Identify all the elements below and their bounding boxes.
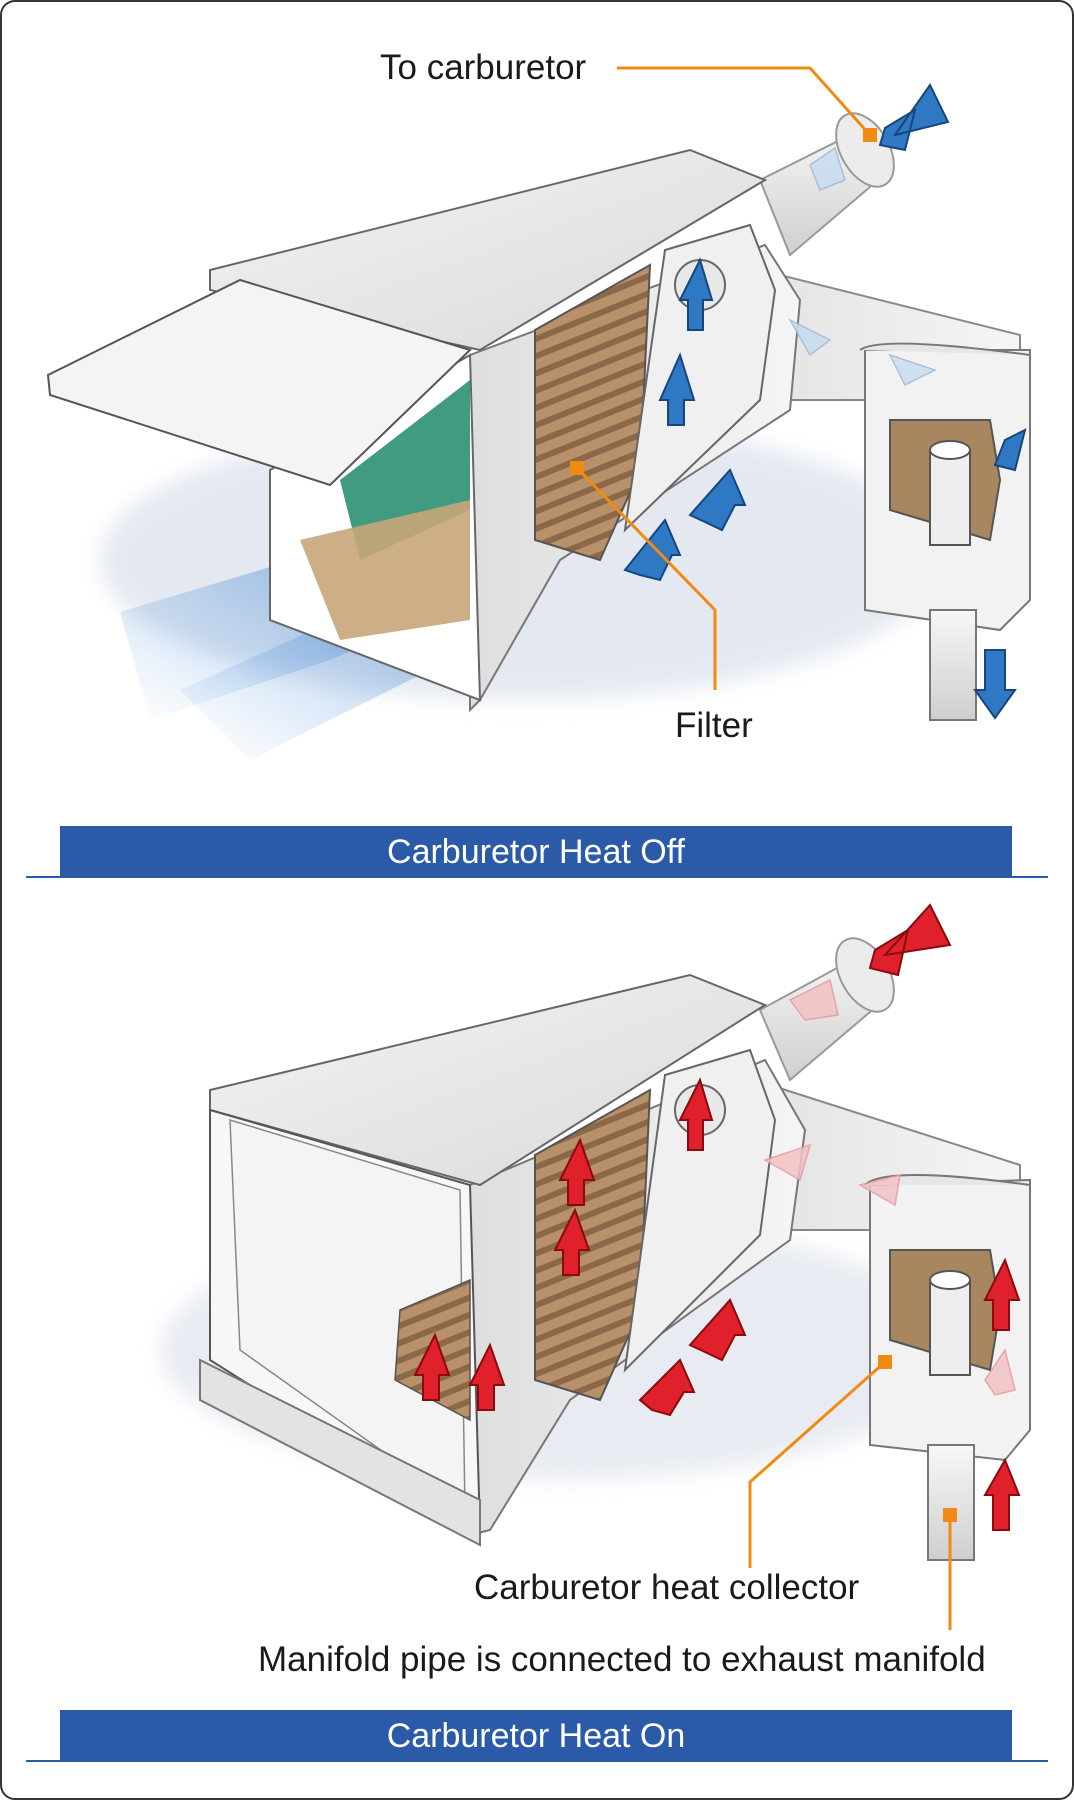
arrow-up-g	[983, 1457, 1021, 1531]
air-box-top	[209, 148, 768, 352]
leader-heat-collector	[748, 1360, 886, 1568]
arrow-up-1	[678, 257, 714, 331]
arrow-up-d	[413, 1332, 451, 1401]
arrow-up-f	[983, 1257, 1021, 1331]
label-heat-collector: Carburetor heat collector	[474, 1568, 860, 1607]
heat-collector-on	[864, 1174, 1031, 1561]
label-manifold-pipe: Manifold pipe is connected to exhaust ma…	[258, 1640, 986, 1679]
banner-heat-on: Carburetor Heat On	[60, 1710, 1012, 1760]
label-to-carburetor: To carburetor	[380, 48, 587, 87]
banner-heat-off: Carburetor Heat Off	[60, 826, 1012, 876]
filter-panel-2	[534, 1088, 652, 1402]
arrow-diag-b	[688, 1298, 747, 1362]
arrow-up-c	[553, 1207, 591, 1276]
panel-heat-on	[160, 903, 1031, 1630]
hot-air-arrows	[413, 903, 1021, 1531]
arrow-up-e	[468, 1342, 506, 1411]
leader-dot-carburetor	[863, 128, 877, 142]
arrow-diag-2	[688, 468, 747, 532]
leader-to-carburetor	[617, 66, 872, 137]
bottom-sill	[199, 1358, 481, 1547]
faded-hot-arrows	[763, 978, 1016, 1396]
arrow-diag-1	[623, 518, 682, 582]
air-box-top-2	[209, 973, 768, 1187]
heat-collector-off	[859, 342, 1031, 721]
arrow-down-2	[973, 649, 1017, 720]
faded-cold-arrows	[788, 146, 937, 387]
banner-rule-heat-off	[26, 876, 1048, 878]
leader-dot-manifold-pipe	[943, 1508, 957, 1522]
filter-window-2	[623, 1048, 777, 1373]
arrow-up-b	[558, 1137, 596, 1206]
leader-dot-heat-collector	[878, 1355, 892, 1369]
banner-rule-heat-on	[26, 1760, 1048, 1762]
arrow-up-2	[658, 352, 696, 426]
cold-air-arrows	[623, 83, 1027, 720]
hinged-door-open	[46, 278, 472, 487]
label-filter: Filter	[675, 706, 753, 745]
manifold-pipe-off	[929, 609, 977, 721]
arrow-down-1	[993, 428, 1027, 472]
filter-panel	[534, 263, 652, 562]
filter-window	[623, 223, 777, 533]
leader-dot-filter	[570, 461, 584, 475]
leader-filter	[575, 466, 717, 690]
arrow-diag-a	[638, 1358, 696, 1417]
arrow-up-a	[678, 1077, 714, 1151]
panel-heat-off	[46, 66, 1031, 760]
carburetor-pipe	[758, 112, 895, 257]
filter-inlet-brown	[300, 500, 470, 640]
